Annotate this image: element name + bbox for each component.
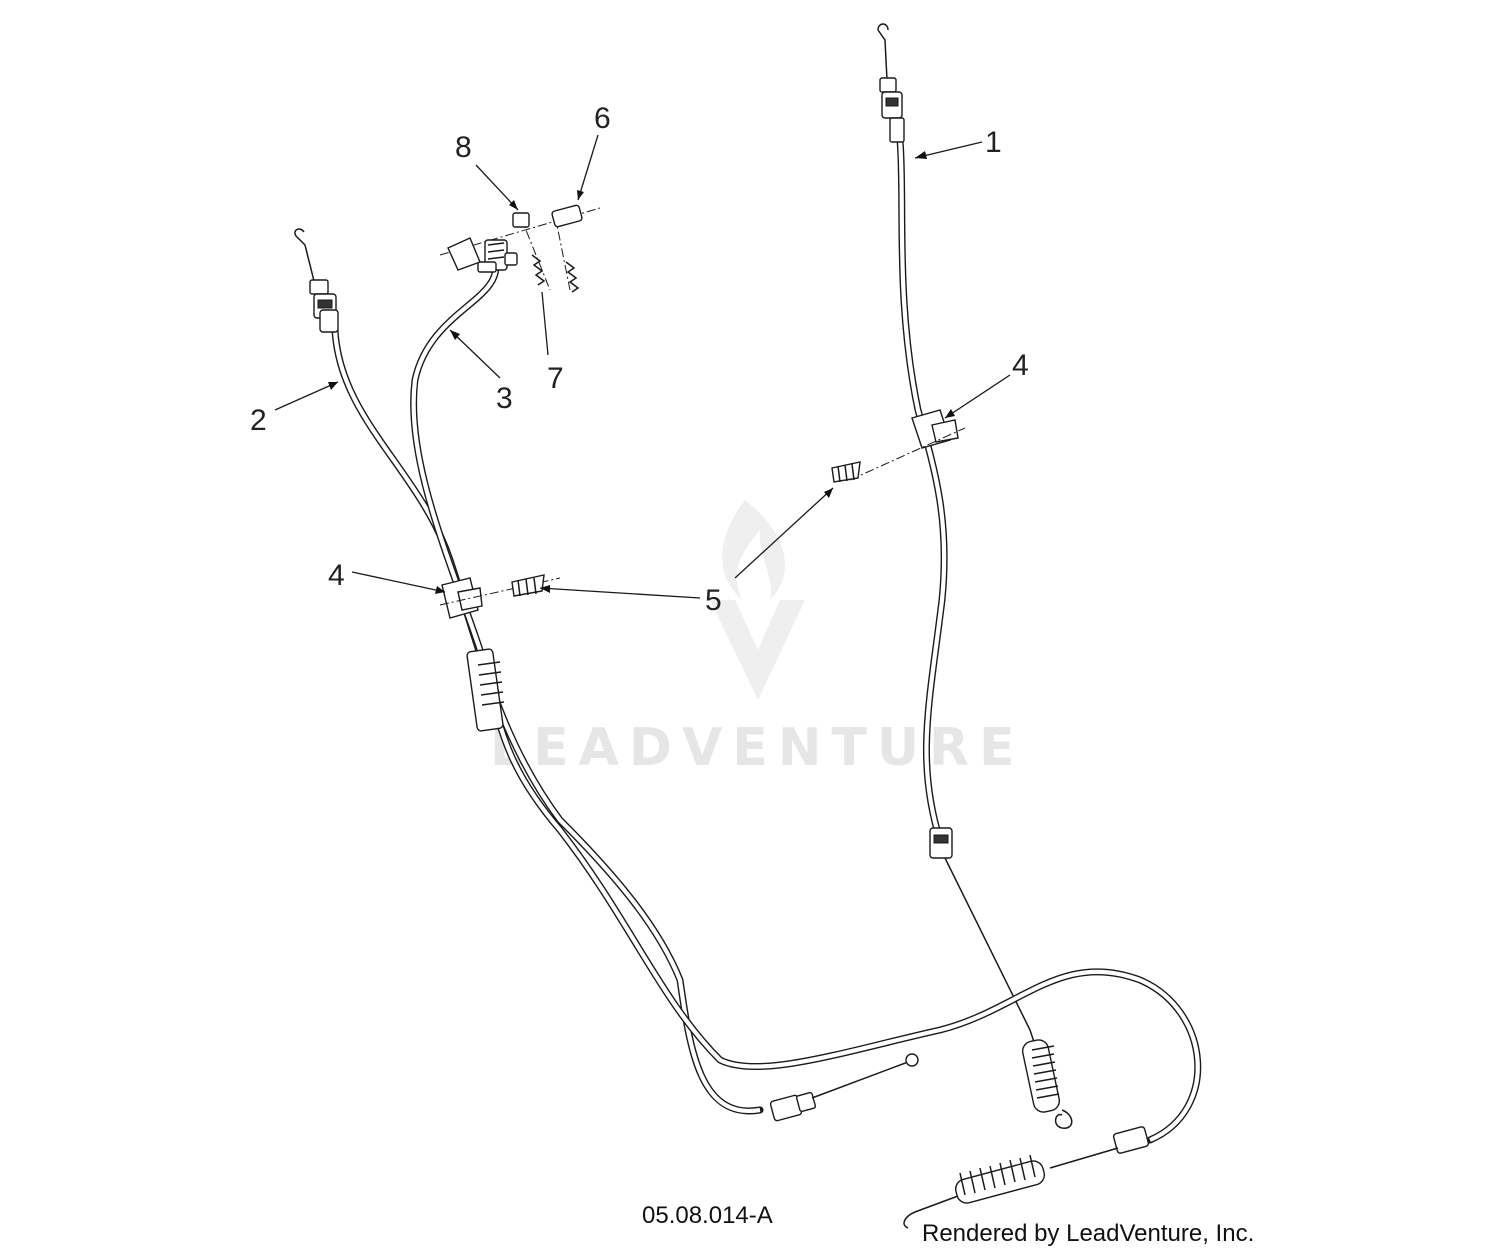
cable-1 [877,23,1073,1129]
callout-8: 8 [455,131,472,164]
clip-right [849,409,966,481]
callout-7: 7 [547,362,564,395]
bracket-assembly [439,204,601,293]
callout-4-left: 4 [328,559,345,592]
spring-right [1021,1029,1073,1129]
cable-3 [410,256,1202,1229]
callout-6: 6 [594,102,611,135]
callout-1: 1 [985,126,1002,159]
figure-id: 05.08.014-A [642,1202,773,1229]
screw-left [511,574,545,597]
watermark-logo [710,500,805,700]
cable-2 [294,228,919,1122]
spring-bottom [903,1154,1046,1229]
callout-3: 3 [496,382,513,415]
watermark-text: LEADVENTURE [490,718,1025,778]
callout-4-right: 4 [1012,349,1029,382]
callout-5: 5 [705,584,722,617]
screw-right [831,461,861,483]
callout-2: 2 [250,404,267,437]
leader-lines [274,134,1011,599]
render-credit: Rendered by LeadVenture, Inc. [922,1220,1255,1247]
